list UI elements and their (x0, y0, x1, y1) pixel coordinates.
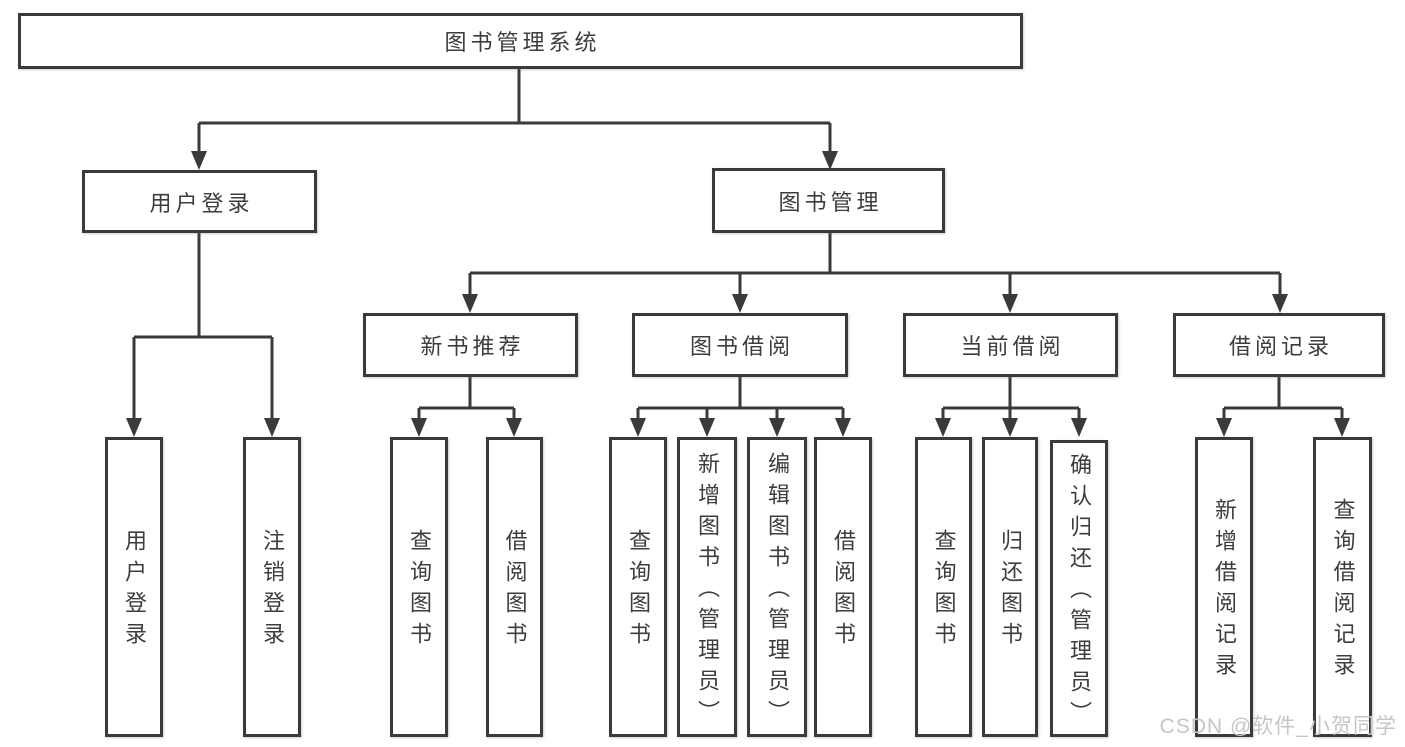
node-current-borrow-label: 当前借阅 (960, 334, 1065, 359)
node-book-management: 图书管理 (712, 168, 945, 233)
leaf-current-query-books-label: 查询图书 (931, 529, 957, 653)
leaf-borrow-books-label: 借阅图书 (831, 529, 856, 653)
leaf-logout-label: 注销登录 (260, 529, 285, 653)
node-borrow-records: 借阅记录 (1173, 313, 1385, 377)
leaf-borrow-books: 借阅图书 (814, 437, 872, 737)
leaf-borrow-query-books-label: 查询图书 (626, 529, 651, 653)
node-book-borrow-label: 图书借阅 (689, 334, 794, 359)
leaf-add-books-admin-label: 新增图书（管理员） (695, 451, 720, 731)
leaf-confirm-return-admin: 确认归还（管理员） (1050, 440, 1108, 737)
node-current-borrow: 当前借阅 (903, 313, 1118, 377)
node-borrow-records-label: 借阅记录 (1228, 334, 1333, 359)
leaf-newbook-borrow-books: 借阅图书 (486, 437, 543, 737)
leaf-return-books: 归还图书 (982, 437, 1038, 737)
node-book-borrow: 图书借阅 (632, 313, 848, 377)
leaf-newbook-query-books-label: 查询图书 (407, 529, 432, 653)
node-new-book-recommend: 新书推荐 (363, 313, 578, 377)
node-user-login-label: 用户登录 (149, 190, 254, 216)
node-user-login: 用户登录 (82, 170, 317, 233)
leaf-newbook-borrow-books-label: 借阅图书 (502, 529, 528, 653)
leaf-add-borrow-record: 新增借阅记录 (1195, 437, 1253, 737)
leaf-newbook-query-books: 查询图书 (390, 437, 448, 737)
leaf-user-login: 用户登录 (105, 437, 163, 737)
node-root: 图书管理系统 (18, 13, 1023, 69)
leaf-borrow-query-books: 查询图书 (609, 437, 667, 737)
leaf-add-books-admin: 新增图书（管理员） (677, 437, 737, 737)
leaf-confirm-return-admin-label: 确认归还（管理员） (1067, 453, 1092, 732)
node-root-label: 图书管理系统 (444, 30, 601, 55)
leaf-edit-books-admin-label: 编辑图书（管理员） (765, 451, 790, 731)
leaf-query-borrow-record-label: 查询借阅记录 (1330, 498, 1356, 684)
leaf-add-borrow-record-label: 新增借阅记录 (1212, 498, 1237, 684)
leaf-user-login-label: 用户登录 (122, 529, 147, 653)
node-new-book-recommend-label: 新书推荐 (420, 334, 525, 359)
arrowhead-icons (126, 151, 1350, 437)
leaf-return-books-label: 归还图书 (998, 529, 1023, 653)
leaf-query-borrow-record: 查询借阅记录 (1313, 437, 1372, 737)
leaf-logout: 注销登录 (243, 437, 301, 737)
leaf-current-query-books: 查询图书 (915, 437, 972, 737)
node-book-management-label: 图书管理 (778, 189, 883, 215)
leaf-edit-books-admin: 编辑图书（管理员） (747, 437, 807, 737)
connector-wire-path (132, 69, 1344, 421)
